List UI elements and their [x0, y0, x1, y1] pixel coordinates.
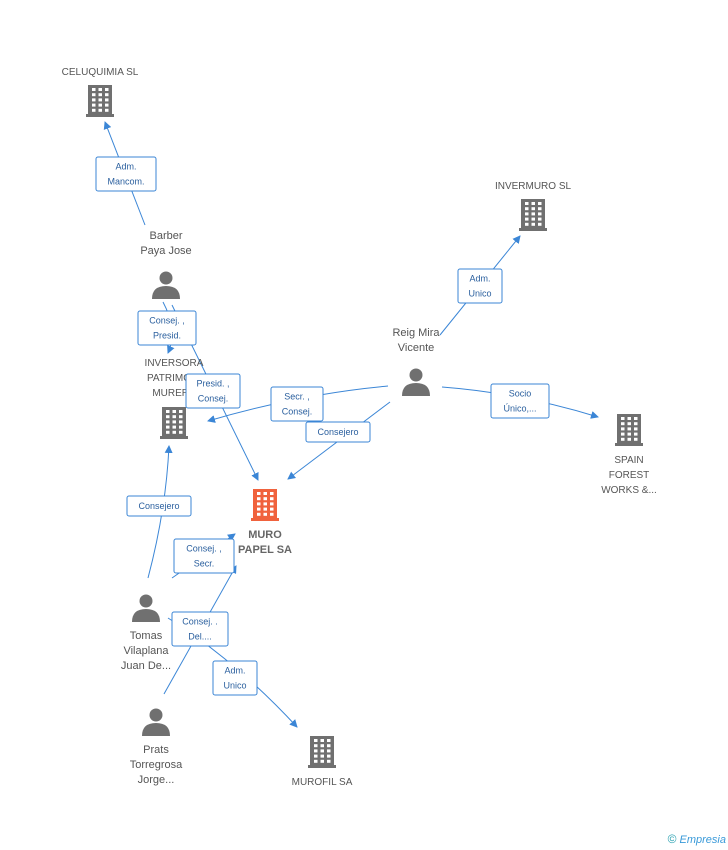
node-label: MURO — [248, 529, 282, 541]
relation-badge-label: Consejero — [317, 427, 358, 437]
relation-badge[interactable]: Consej. , Secr. — [173, 538, 235, 574]
relation-badge[interactable]: Adm. Unico — [212, 660, 258, 696]
building-icon — [615, 414, 643, 446]
node-label: WORKS &... — [601, 485, 657, 496]
brand-logo: Empresia — [679, 834, 726, 846]
copyright-symbol: © — [667, 832, 677, 846]
relation-badge[interactable]: Secr. , Consej. — [270, 386, 324, 422]
relation-badge-label: Único,... — [503, 404, 536, 414]
node-label: FOREST — [609, 470, 650, 481]
relation-badge-label: Adm. — [469, 274, 490, 284]
building-icon — [86, 85, 114, 117]
relation-badge-label: Unico — [223, 681, 246, 691]
relation-badge-label: Consej. , — [186, 544, 222, 554]
relation-badge-box — [137, 310, 197, 346]
node-label: INVERSORA — [145, 358, 204, 369]
relation-badge-label: Consejero — [138, 501, 179, 511]
node-label: INVERMURO SL — [495, 181, 572, 192]
node-label: PAPEL SA — [238, 544, 292, 556]
node-label: CELUQUIMIA SL — [62, 67, 139, 78]
building-icon — [519, 199, 547, 231]
relation-badge-box — [490, 383, 550, 419]
node-prats[interactable]: PratsTorregrosaJorge... — [130, 708, 183, 787]
node-spain[interactable]: SPAIN FOREST WORKS &... — [601, 414, 657, 496]
relation-badge-label: Consej. — [198, 394, 229, 404]
relation-badge-label: Presid. — [153, 331, 181, 341]
relation-badge-label: Secr. , — [284, 392, 310, 402]
relation-badge-label: Del.... — [188, 632, 212, 642]
relation-badge[interactable]: Presid. , Consej. — [185, 373, 241, 409]
relation-badge-label: Presid. , — [196, 379, 229, 389]
node-label: MUROFIL SA — [292, 777, 353, 788]
person-icon — [402, 368, 430, 396]
node-label: Tomas — [130, 630, 163, 642]
relation-badge-box — [212, 660, 258, 696]
relation-badge-label: Unico — [468, 289, 491, 299]
relation-badge-label: Adm. — [224, 666, 245, 676]
relation-badge-box — [457, 268, 503, 304]
relation-badge-box — [305, 421, 371, 443]
building-icon — [160, 407, 188, 439]
node-label: Reig Mira — [392, 327, 440, 339]
node-label: Vilaplana — [123, 645, 169, 657]
node-label: Barber — [149, 230, 182, 242]
node-label: Jorge... — [138, 774, 175, 786]
node-label: SPAIN — [614, 455, 643, 466]
relation-badge-label: Mancom. — [107, 177, 144, 187]
person-icon — [152, 271, 180, 299]
building-icon — [308, 736, 336, 768]
relation-badge-label: Adm. — [115, 162, 136, 172]
node-label: PATRIMONI — [147, 373, 201, 384]
node-label: Paya Jose — [140, 245, 191, 257]
relation-badge-box — [185, 373, 241, 409]
building-icon — [251, 489, 279, 521]
relation-badge-label: Socio — [509, 389, 532, 399]
relation-badge-box — [126, 495, 192, 517]
node-label: Prats — [143, 744, 169, 756]
node-murofil[interactable]: MUROFIL SA — [292, 736, 353, 788]
relation-badge-box — [173, 538, 235, 574]
person-icon — [132, 594, 160, 622]
node-label: Vicente — [398, 342, 435, 354]
footer-brand[interactable]: © Empresia — [668, 832, 726, 846]
relation-badge[interactable]: Consej. , Presid. — [137, 310, 197, 346]
relation-badge-label: Secr. — [194, 559, 215, 569]
node-label: Juan De... — [121, 660, 171, 672]
relation-badge-box — [95, 156, 157, 192]
relation-badge-label: Consej. , — [149, 316, 185, 326]
relation-badge-box — [270, 386, 324, 422]
relation-badge-box — [171, 611, 229, 647]
relation-badge[interactable]: Adm. Mancom. — [95, 156, 157, 192]
node-inversora[interactable]: INVERSORA PATRIMONI MURERA — [145, 358, 204, 439]
relation-badge[interactable]: Adm. Unico — [457, 268, 503, 304]
relation-badge[interactable]: Consejero — [126, 495, 192, 517]
relation-badge[interactable]: SocioÚnico,... — [490, 383, 550, 419]
relation-badge[interactable]: Consej. . Del.... — [171, 611, 229, 647]
node-celuquimia[interactable]: CELUQUIMIA SL — [62, 67, 139, 117]
relation-badge-label: Consej. — [282, 407, 313, 417]
person-icon — [142, 708, 170, 736]
relation-badge-label: Consej. . — [182, 617, 218, 627]
node-label: Torregrosa — [130, 759, 183, 771]
node-invermuro[interactable]: INVERMURO SL — [495, 181, 572, 231]
relation-badge[interactable]: Consejero — [305, 421, 371, 443]
node-muro[interactable]: MURO PAPEL SA — [238, 489, 292, 556]
node-label: MURERA — [152, 388, 196, 399]
